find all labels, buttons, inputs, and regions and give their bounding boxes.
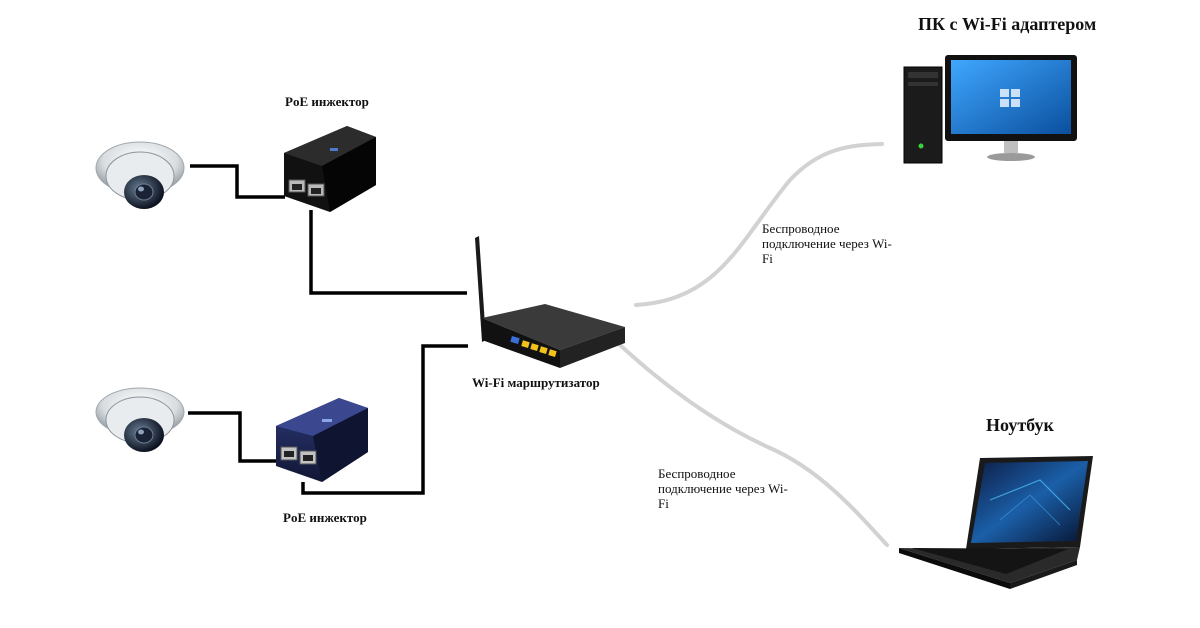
cable-camera2-poe2 [188, 411, 278, 463]
router-label: Wi-Fi маршрутизатор [472, 375, 600, 390]
poe-injector-icon [276, 398, 368, 482]
wireless-link-laptop [618, 343, 889, 547]
cables [188, 164, 468, 495]
desktop-pc-icon [903, 55, 1077, 164]
cable-poe2-router [301, 344, 468, 495]
poe-injector-icon [284, 126, 376, 212]
cable-poe1-router [309, 210, 467, 295]
dome-camera-icon [95, 141, 185, 209]
wifi-router-icon [475, 236, 625, 368]
wireless-label-bottom: Беспроводное подключение через Wi-Fi [658, 466, 788, 511]
cable-camera1-poe1 [190, 164, 285, 199]
poe-injector-label-bottom: PoE инжектор [283, 510, 367, 525]
dome-camera-icon [95, 387, 185, 452]
wireless-link-pc [634, 142, 884, 307]
laptop-label: Ноутбук [986, 415, 1054, 435]
poe-injector-label-top: PoE инжектор [285, 94, 369, 109]
pc-label: ПК с Wi-Fi адаптером [918, 14, 1097, 34]
laptop-icon [899, 456, 1093, 589]
wireless-label-top: Беспроводное подключение через Wi-Fi [762, 221, 892, 266]
